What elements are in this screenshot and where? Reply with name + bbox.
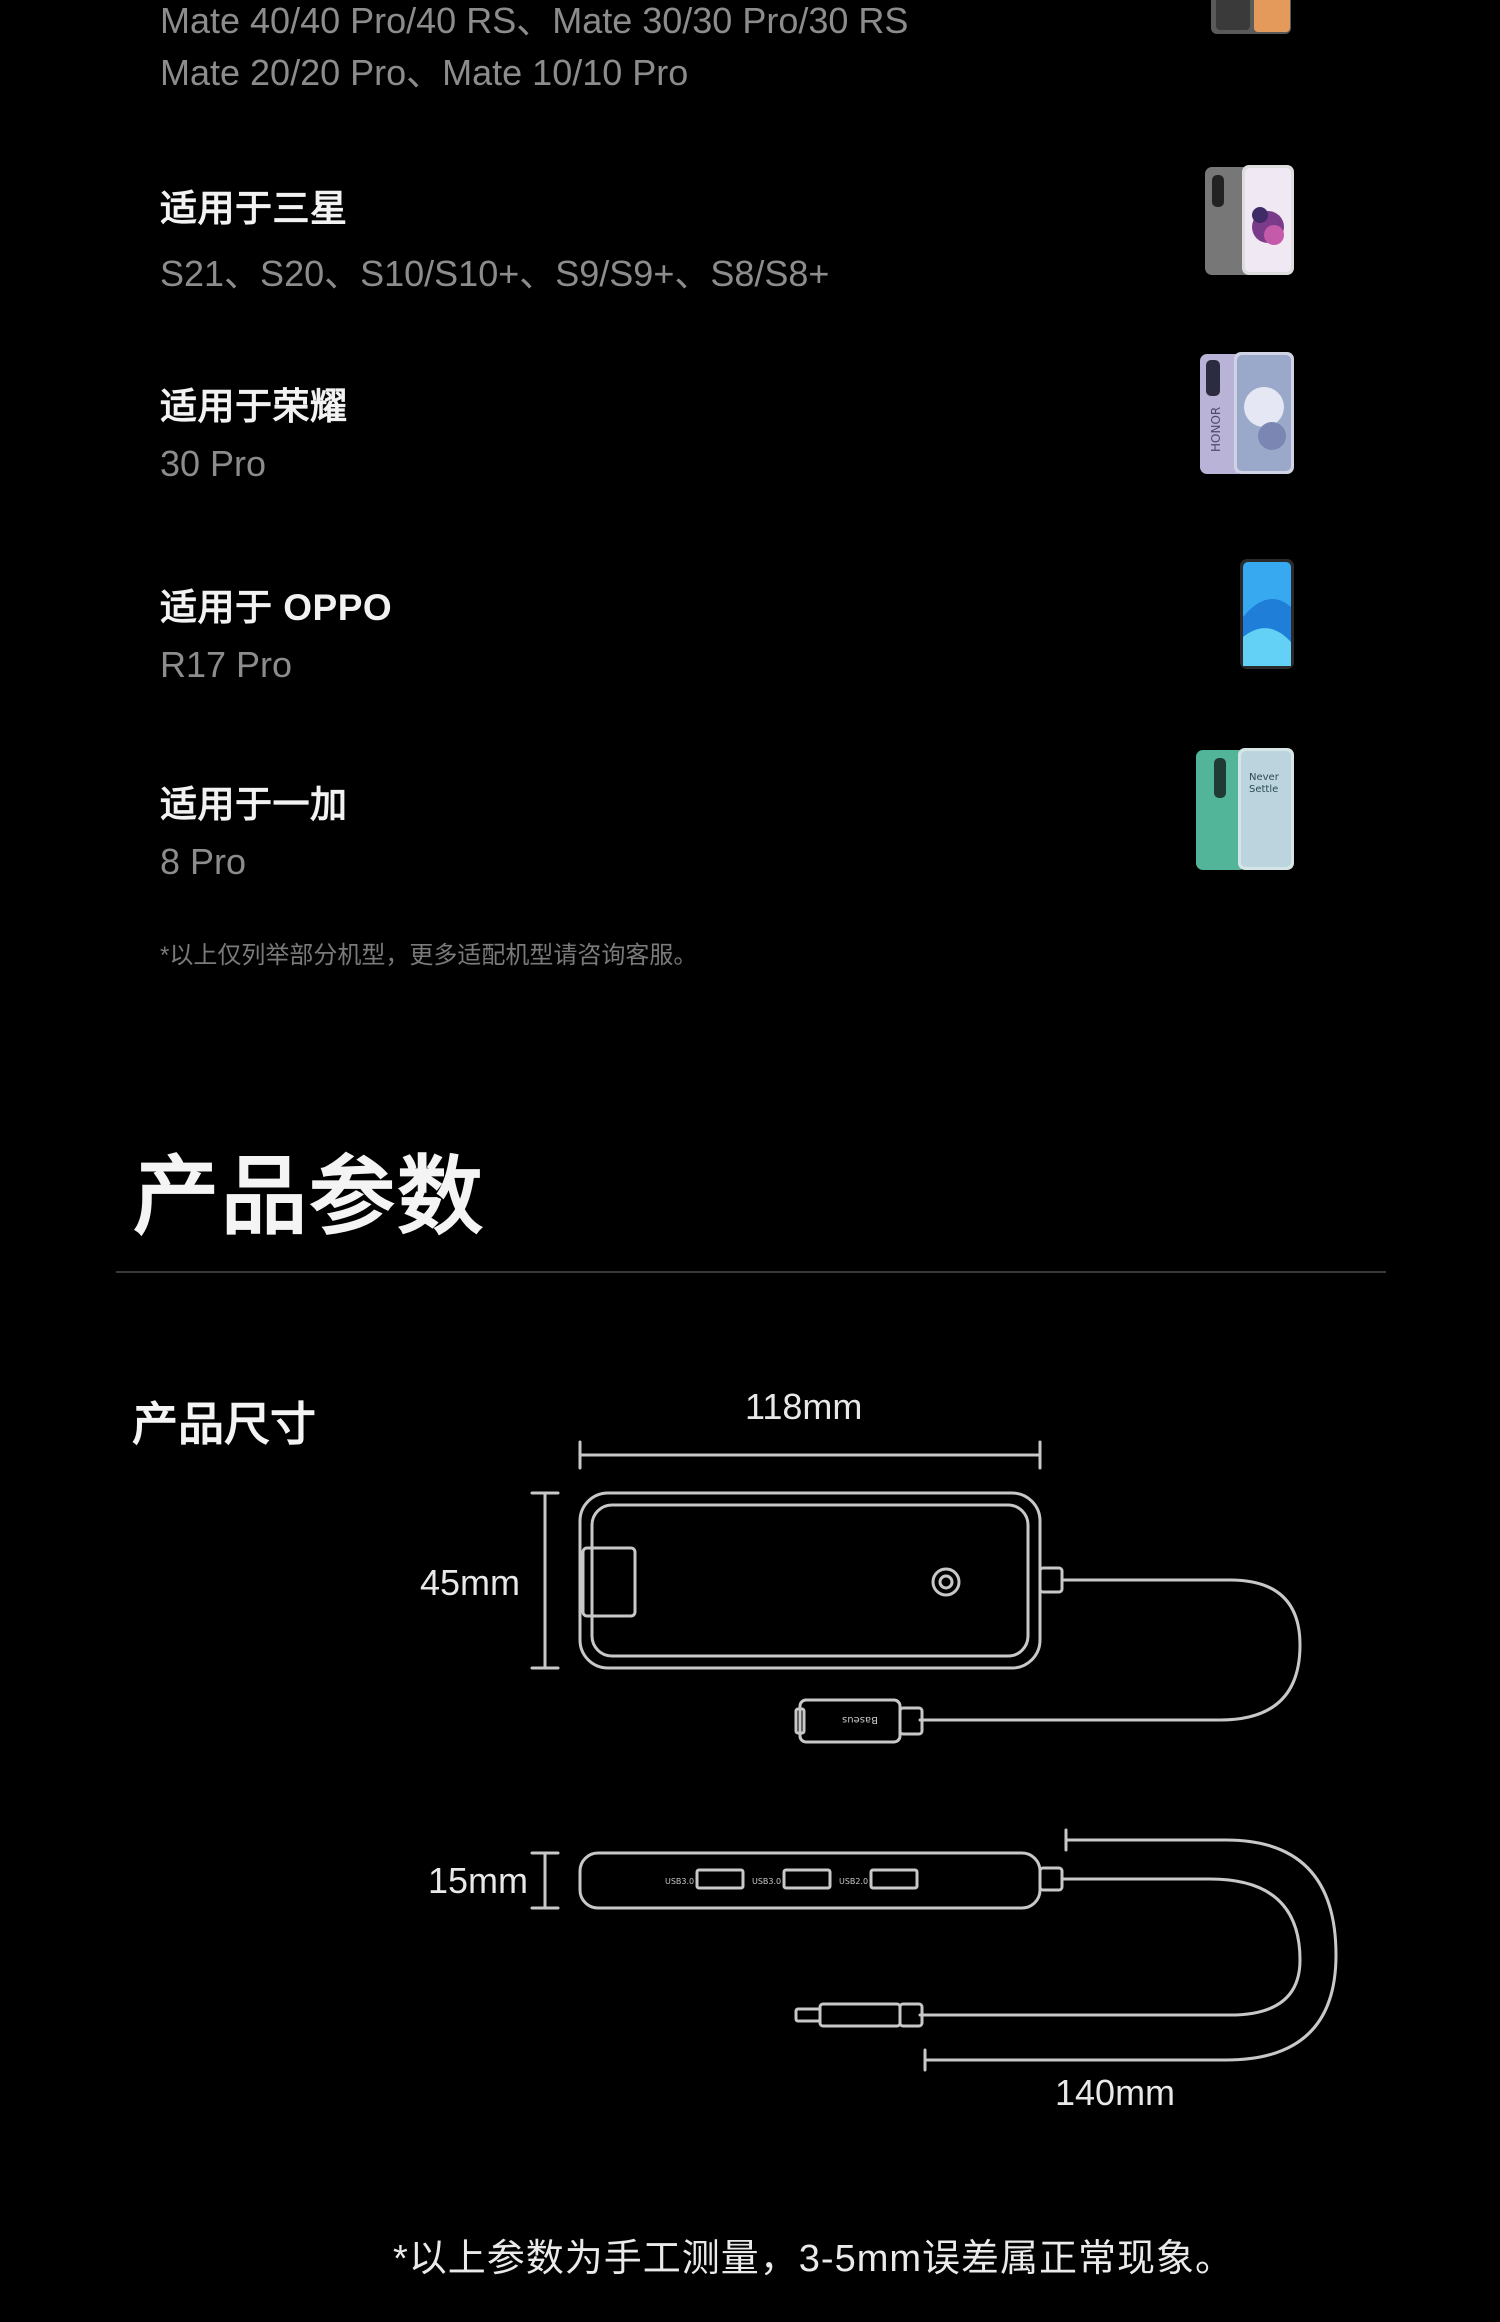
measurement-footnote: *以上参数为手工测量，3-5mm误差属正常现象。 [393,2238,1235,2280]
oneplus-phone-image: Never Settle [1194,748,1296,872]
width-dimension: 118mm [745,1386,863,1427]
section-title-params: 产品参数 [133,1149,485,1245]
svg-text:Never: Never [1249,772,1280,783]
thickness-dimension: 15mm [428,1860,529,1901]
section-divider [116,1271,1386,1273]
height-dimension: 45mm [420,1562,521,1603]
brand-title-honor: 适用于荣耀 [160,386,348,427]
product-dimension-diagram: Baseus USB3.0 USB3.0 USB2.0 [530,1440,1338,2072]
models-oppo: R17 Pro [160,644,293,685]
honor-phone-image: HONOR [1198,352,1296,476]
svg-text:HONOR: HONOR [1209,407,1223,452]
size-label: 产品尺寸 [132,1398,316,1450]
huawei-phone-image [1210,0,1292,36]
usb-port-label-3: USB2.0 [839,1877,868,1886]
huawei-models-line2: Mate 20/20 Pro、Mate 10/10 Pro [160,52,689,93]
huawei-models-line1: Mate 40/40 Pro/40 RS、Mate 30/30 Pro/30 R… [160,0,909,41]
samsung-phone-image [1204,165,1296,277]
compatibility-note: *以上仅列举部分机型，更多适配机型请咨询客服。 [160,942,698,969]
cable-length-dimension: 140mm [1055,2072,1176,2113]
oppo-phone-image [1238,557,1296,671]
brand-title-oppo: 适用于 OPPO [160,587,393,628]
models-honor: 30 Pro [160,443,267,484]
brand-title-samsung: 适用于三星 [160,188,348,229]
models-samsung: S21、S20、S10/S10+、S9/S9+、S8/S8+ [160,253,830,294]
brand-title-oneplus: 适用于一加 [160,784,348,825]
usb-port-label-2: USB3.0 [752,1877,781,1886]
svg-text:Settle: Settle [1249,784,1278,795]
usb-port-label-1: USB3.0 [665,1877,694,1886]
models-oneplus: 8 Pro [160,841,247,882]
svg-text:Baseus: Baseus [842,1714,878,1725]
